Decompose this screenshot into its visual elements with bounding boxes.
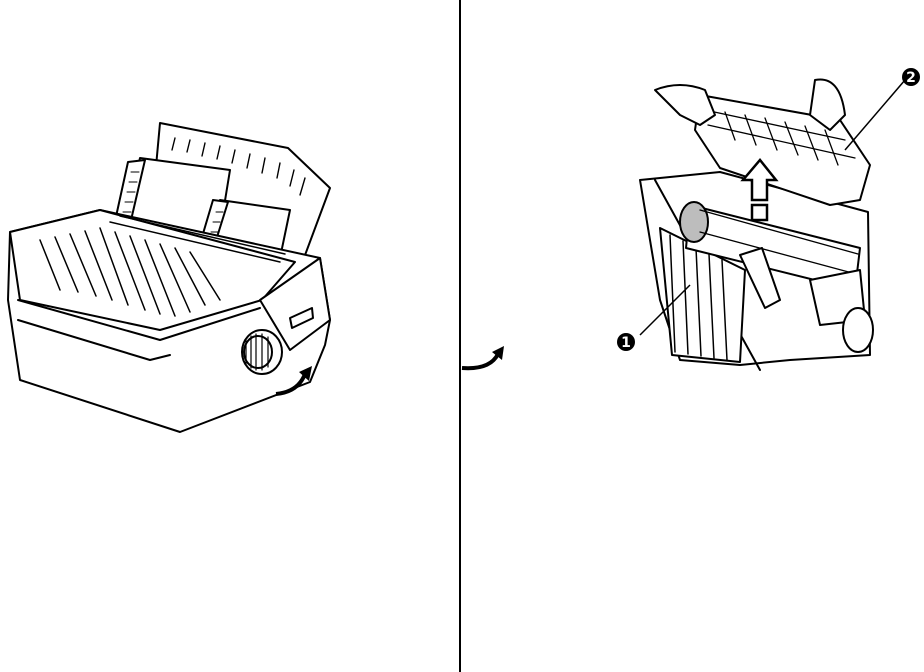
curved-arrow [462,354,498,368]
callout-two: 2 [906,70,916,86]
callout-one: 1 [621,335,631,351]
